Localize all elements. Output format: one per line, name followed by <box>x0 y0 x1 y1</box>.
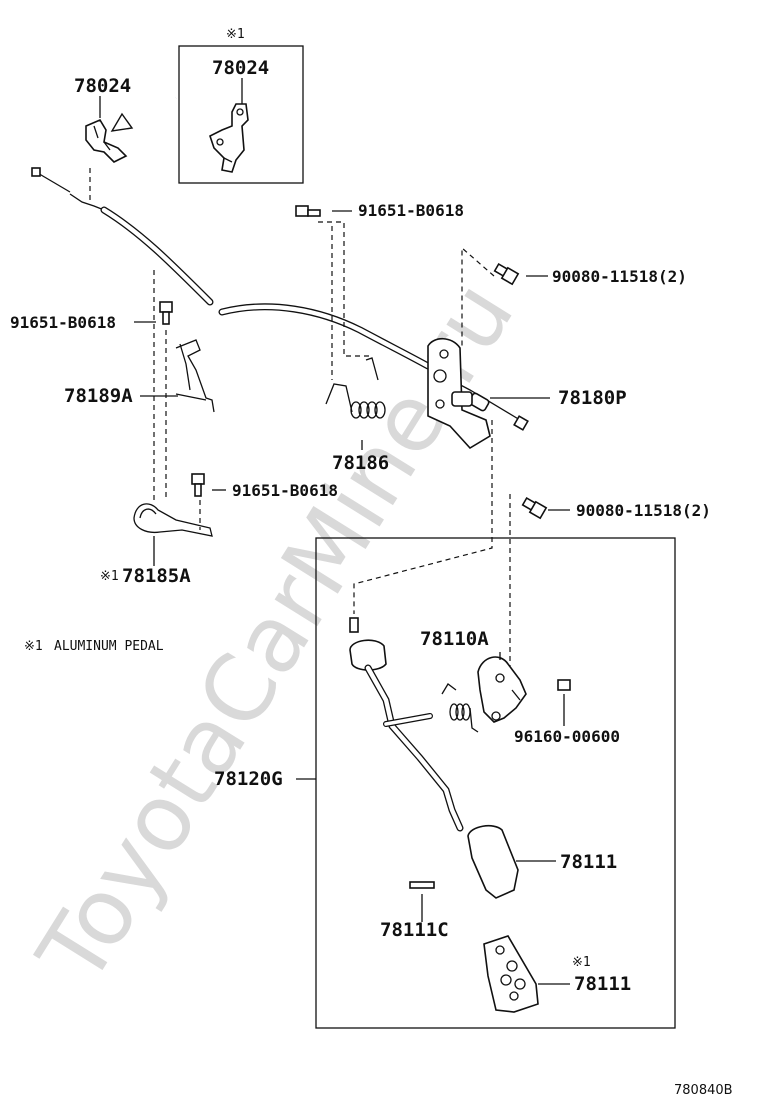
label-bracket-78024-inset: 78024 <box>212 57 269 79</box>
label-clip-78189a: 78189A <box>64 385 133 407</box>
label-bolt-right-mid: 90080-11518(2) <box>576 501 711 520</box>
pedal-pad-alu-drawing <box>483 935 539 1013</box>
cable-mount-drawing <box>427 337 491 450</box>
label-clamp-78185a: 78185A <box>122 565 191 587</box>
inset-box <box>178 45 304 184</box>
pedal-spring-drawing <box>441 683 479 733</box>
label-bolt-left: 91651-B0618 <box>10 313 116 332</box>
pedal-arm-drawing <box>349 617 464 832</box>
spring-78186-drawing <box>325 357 386 419</box>
note-text: ALUMINUM PEDAL <box>54 639 164 654</box>
clamp-78185a-drawing <box>133 503 213 537</box>
nut-drawing <box>557 679 571 691</box>
guide-lines <box>89 168 511 666</box>
label-pedal-pad-alu-78111: 78111 <box>574 973 631 995</box>
bolt-mid-drawing <box>191 473 205 497</box>
bracket-78024-inset-drawing <box>209 103 249 173</box>
inset-mark: ※1 <box>226 27 245 42</box>
bolt-left-drawing <box>159 301 173 325</box>
label-bracket-78024: 78024 <box>74 75 131 97</box>
arrow-icon <box>110 96 177 132</box>
pedal-pad-drawing <box>467 824 519 899</box>
label-cable-78180p: 78180P <box>558 387 627 409</box>
label-bolt-mid: 91651-B0618 <box>232 481 338 500</box>
label-pedal-bracket-78110a: 78110A <box>420 628 489 650</box>
bolt-right-mid-drawing <box>521 496 548 520</box>
label-nut: 96160-00600 <box>514 727 620 746</box>
bolt-top-drawing <box>295 205 321 217</box>
diagram-id: 780840B <box>674 1083 733 1098</box>
label-bolt-top: 91651-B0618 <box>358 201 464 220</box>
pedal-bracket-drawing <box>477 656 527 723</box>
clamp-mark: ※1 <box>100 569 119 584</box>
label-pin-78111c: 78111C <box>380 919 449 941</box>
pad-alu-mark: ※1 <box>572 955 591 970</box>
pin-drawing <box>409 881 435 889</box>
note-mark: ※1 <box>24 639 43 654</box>
label-pedal-arm-78120g: 78120G <box>214 768 283 790</box>
label-bolt-right-top: 90080-11518(2) <box>552 267 687 286</box>
label-pedal-pad-78111: 78111 <box>560 851 617 873</box>
clip-78189a-drawing <box>175 339 215 413</box>
bolt-right-top-drawing <box>493 262 520 286</box>
bracket-78024-drawing <box>85 118 128 163</box>
pedal-box <box>315 537 676 1029</box>
leader-lines <box>99 78 570 985</box>
label-spring-78186: 78186 <box>332 452 389 474</box>
accelerator-cable-drawing <box>31 167 529 431</box>
